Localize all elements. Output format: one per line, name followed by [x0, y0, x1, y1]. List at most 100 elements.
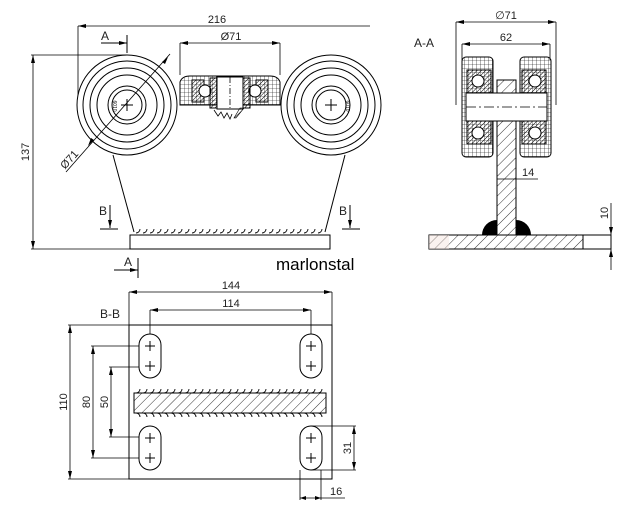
- weld-arc: [156, 412, 162, 418]
- weld-arc: [226, 228, 232, 234]
- weld-arc: [142, 228, 148, 234]
- hole-center-mark: [145, 433, 155, 443]
- weld-arc: [184, 228, 190, 234]
- weld-arc: [240, 388, 246, 394]
- section-marker-a-bottom: A: [114, 255, 139, 278]
- weld-arc: [310, 412, 316, 418]
- weld-arc: [303, 228, 309, 234]
- weld-arc: [275, 388, 281, 394]
- section-a-label-bottom: A: [124, 255, 132, 269]
- weld-arc: [170, 412, 176, 418]
- dim-bb-plate-width: 144: [222, 280, 240, 292]
- weld-arc: [226, 412, 232, 418]
- weld-arc: [163, 388, 169, 394]
- weld-arc: [233, 388, 239, 394]
- weld-arc: [261, 412, 267, 418]
- weld-arc: [135, 228, 141, 234]
- dim-aa-plate-thickness: 10: [599, 207, 611, 219]
- weld-arc: [261, 388, 267, 394]
- mounting-slot: [138, 425, 162, 471]
- front-view: 216 A 137 6010: [20, 14, 382, 278]
- weld-arc: [142, 388, 148, 394]
- front-base-plate: [129, 234, 331, 250]
- weld-arc: [156, 228, 162, 234]
- right-leg-line: [324, 154, 346, 233]
- weld-arc: [212, 388, 218, 394]
- dim-aa-inner-width: 62: [500, 32, 512, 44]
- dim-bb-hole-spacing-inner: 50: [99, 396, 111, 408]
- weld-arc: [268, 228, 274, 234]
- section-b-label-right: B: [339, 204, 347, 218]
- dim-overall-height: 137: [20, 54, 130, 250]
- weld-arc: [198, 228, 204, 234]
- weld-arc: [317, 412, 323, 418]
- weld-arc: [205, 412, 211, 418]
- weld-arc: [282, 228, 288, 234]
- center-wheel-section: Ø71: [179, 31, 281, 120]
- dim-bb-hole-spacing-x: 114: [222, 298, 240, 310]
- weld-arc: [254, 412, 260, 418]
- weld-arc: [268, 388, 274, 394]
- weld-arc: [149, 412, 155, 418]
- weld-arc: [198, 412, 204, 418]
- dim-bb-slot-length: 31: [342, 442, 354, 454]
- dim-216: 216: [208, 14, 226, 26]
- weld-arc: [212, 228, 218, 234]
- dim-aa-outer-diameter: ∅71: [495, 10, 517, 22]
- weld-arc: [212, 412, 218, 418]
- bb-base-plate: [128, 324, 333, 480]
- weld-arc: [135, 412, 141, 418]
- weld-arc: [205, 228, 211, 234]
- weld-arc: [170, 388, 176, 394]
- weld-arc: [303, 388, 309, 394]
- weld-arc: [142, 412, 148, 418]
- mounting-slots: [138, 333, 323, 471]
- weld-arc: [296, 412, 302, 418]
- section-marker-a-top: A: [101, 29, 128, 53]
- hole-center-mark: [145, 341, 155, 351]
- dim-aa-web-thickness: 14: [522, 167, 534, 179]
- mounting-slot: [138, 333, 162, 379]
- weld-arc: [226, 388, 232, 394]
- weld-arc: [184, 388, 190, 394]
- weld-arc: [135, 388, 141, 394]
- section-bb-title: B-B: [100, 307, 120, 321]
- weld-arc: [254, 388, 260, 394]
- weld-arc: [254, 228, 260, 234]
- hole-center-mark: [145, 453, 155, 463]
- section-aa-title: A-A: [414, 36, 434, 50]
- section-b-label-left: B: [99, 204, 107, 218]
- weld-arc: [219, 412, 225, 418]
- hole-center-mark: [145, 361, 155, 371]
- weld-arc: [219, 228, 225, 234]
- dim-bb-hole-spacing-outer: 80: [81, 396, 93, 408]
- weld-arc: [177, 228, 183, 234]
- weld-arc: [289, 388, 295, 394]
- hole-center-mark: [306, 341, 316, 351]
- weld-arc: [240, 412, 246, 418]
- front-weld-bead: [135, 228, 323, 234]
- weld-arc: [261, 228, 267, 234]
- weld-arc: [247, 388, 253, 394]
- weld-arc: [163, 412, 169, 418]
- weld-arc: [205, 388, 211, 394]
- hole-center-mark: [306, 453, 316, 463]
- left-wheel: 6010 Ø71: [58, 53, 178, 173]
- mounting-slot: [299, 333, 323, 379]
- weld-arc: [149, 388, 155, 394]
- weld-arc: [282, 412, 288, 418]
- weld-arc: [247, 228, 253, 234]
- weld-arc: [317, 228, 323, 234]
- left-bearing-label: 6010: [111, 100, 117, 111]
- right-bearing-label: 6010: [344, 100, 350, 111]
- hole-center-mark: [306, 361, 316, 371]
- dim-bb-plate-height: 110: [58, 393, 70, 411]
- weld-arc: [170, 228, 176, 234]
- weld-arc: [233, 412, 239, 418]
- weld-arc: [191, 412, 197, 418]
- weld-arc: [191, 388, 197, 394]
- section-marker-b-left: B: [99, 204, 118, 230]
- left-leg-line: [112, 154, 135, 233]
- right-wheel: 6010: [280, 54, 382, 156]
